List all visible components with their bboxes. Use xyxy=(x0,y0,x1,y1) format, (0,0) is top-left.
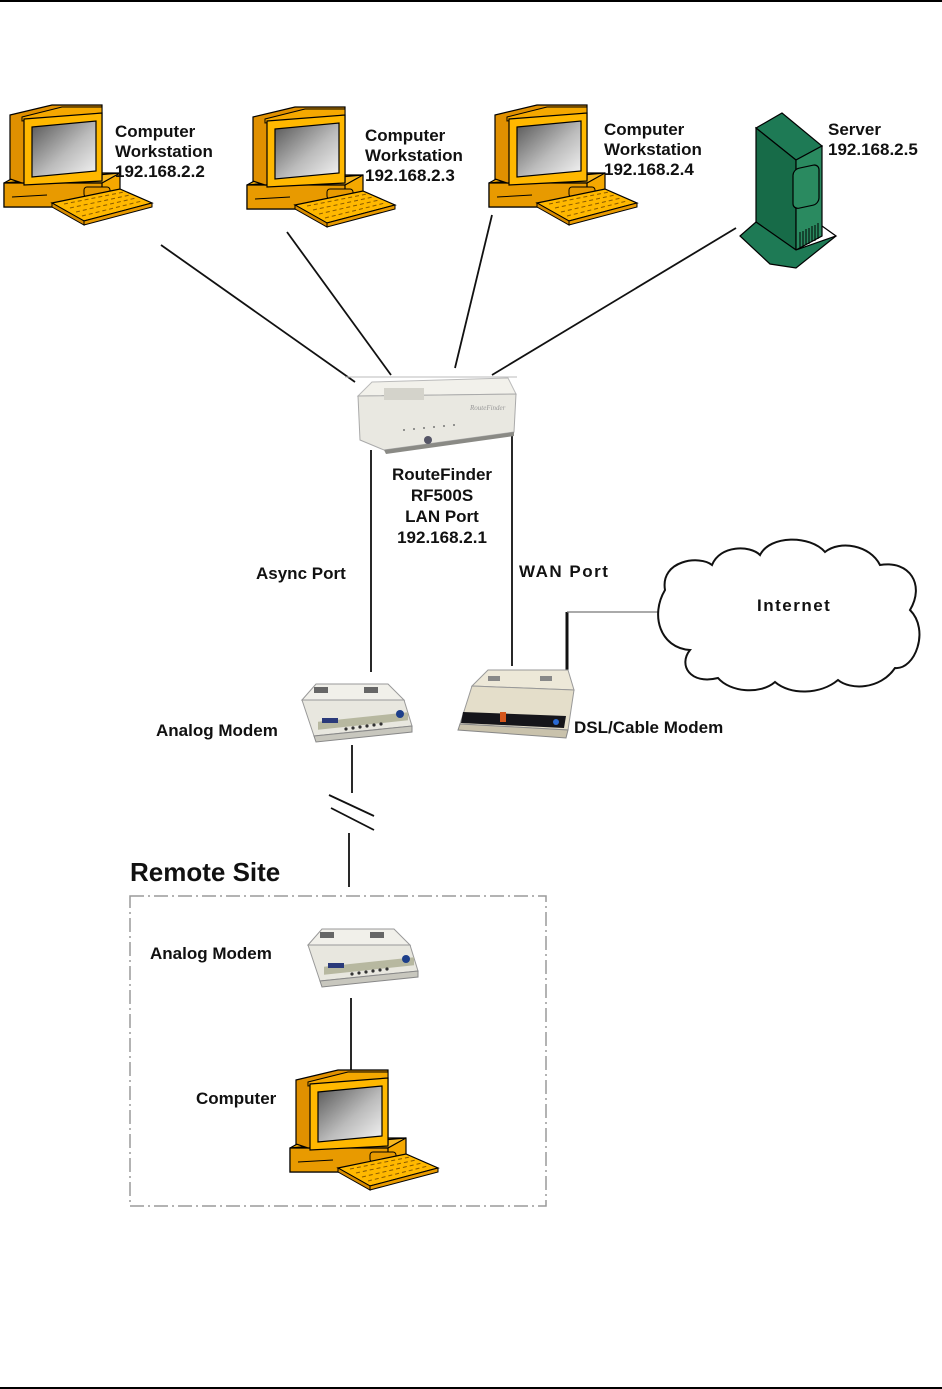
dsl-cable-modem-icon xyxy=(458,670,574,738)
analog-modem-label: Analog Modem xyxy=(156,721,278,741)
remote-computer-icon xyxy=(290,1070,438,1190)
link-ws3-router xyxy=(455,215,492,368)
router-icon: RouteFinder xyxy=(358,378,516,454)
remote-site-title: Remote Site xyxy=(130,857,280,888)
remote-analog-modem-icon xyxy=(308,929,418,987)
wan-port-label: WAN Port xyxy=(519,562,609,582)
lan-connections xyxy=(161,215,736,1070)
internet-label: Internet xyxy=(757,596,831,616)
remote-modem-label: Analog Modem xyxy=(150,944,272,964)
link-server-router xyxy=(492,228,736,375)
ws2-label: Computer Workstation 192.168.2.3 xyxy=(365,126,463,186)
router-label: RouteFinder RF500S LAN Port 192.168.2.1 xyxy=(380,464,504,548)
ws3-label: Computer Workstation 192.168.2.4 xyxy=(604,120,702,180)
ws1-label: Computer Workstation 192.168.2.2 xyxy=(115,122,213,182)
async-port-label: Async Port xyxy=(256,564,346,584)
remote-computer-label: Computer xyxy=(196,1089,276,1109)
server-tower-icon xyxy=(740,113,836,268)
svg-text:RouteFinder: RouteFinder xyxy=(469,404,506,412)
analog-modem-icon xyxy=(302,684,412,742)
line-break-mark-1 xyxy=(329,795,374,816)
line-break-mark-2 xyxy=(331,808,374,830)
server-label: Server 192.168.2.5 xyxy=(828,120,918,160)
link-ws2-router xyxy=(287,232,391,375)
link-ws1-router xyxy=(161,245,355,382)
dsl-modem-label: DSL/Cable Modem xyxy=(574,718,723,738)
